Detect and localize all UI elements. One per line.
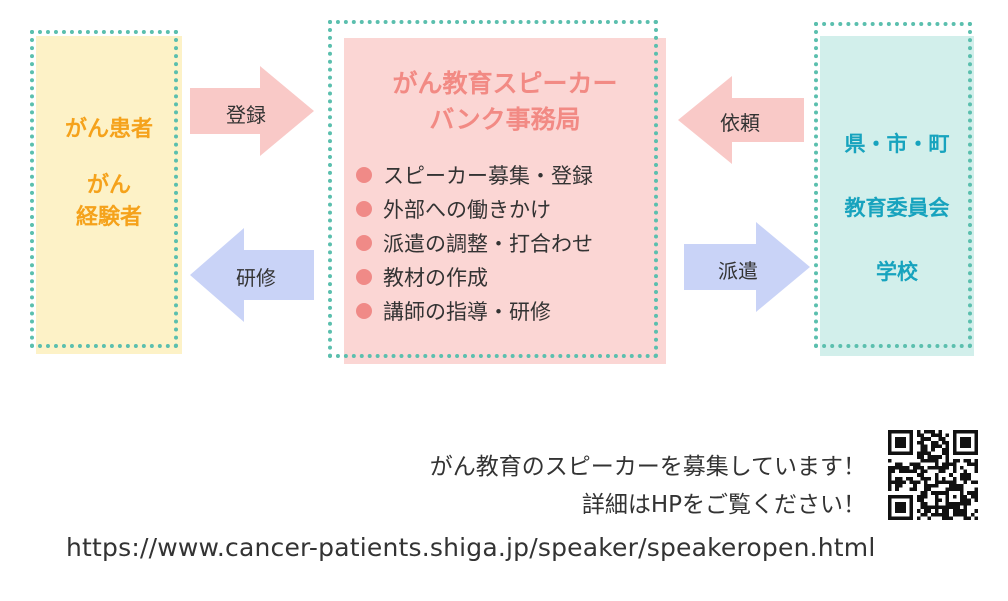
speaker-url-link[interactable]: https://www.cancer-patients.shiga.jp/spe… — [66, 533, 876, 562]
patients-label: がん患者 — [64, 117, 153, 142]
training-arrow-icon — [190, 228, 314, 322]
list-item: 外部への働きかけ — [356, 192, 593, 226]
survivors-label-1: がん — [86, 173, 131, 198]
training-label: 研修 — [236, 266, 276, 290]
bullet-dot-icon — [356, 235, 372, 251]
secretariat-title-2: バンク事務局 — [429, 105, 581, 134]
request-arrow-icon — [678, 76, 804, 164]
recruit-message: がん教育のスピーカーを募集しています！ — [429, 454, 866, 480]
list-item: 講師の指導・研修 — [356, 294, 593, 328]
register-arrow-icon — [190, 66, 314, 156]
bullet-dot-icon — [356, 201, 372, 217]
details-message: 詳細はHPをご覧ください！ — [581, 492, 866, 518]
secretariat-title-1: がん教育スピーカー — [392, 69, 618, 98]
list-item: 派遣の調整・打合わせ — [356, 226, 593, 260]
dispatch-arrow-icon — [684, 222, 810, 312]
list-item: スピーカー募集・登録 — [356, 158, 593, 192]
list-item: 教材の作成 — [356, 260, 593, 294]
register-label: 登録 — [226, 103, 266, 127]
bullet-dot-icon — [356, 269, 372, 285]
dispatch-label: 派遣 — [718, 259, 758, 283]
secretariat-box — [344, 38, 666, 364]
request-label: 依頼 — [720, 111, 760, 135]
school-label: 学校 — [876, 260, 918, 284]
survivors-label-2: 経験者 — [75, 205, 142, 230]
bullet-dot-icon — [356, 303, 372, 319]
secretariat-task-list: スピーカー募集・登録 外部への働きかけ 派遣の調整・打合わせ 教材の作成 講師の… — [356, 158, 593, 328]
patients-box — [36, 36, 182, 354]
qr-code-icon[interactable] — [888, 430, 978, 520]
bullet-dot-icon — [356, 167, 372, 183]
municipality-label: 県・市・町 — [844, 132, 950, 156]
education-board-label: 教育委員会 — [844, 196, 950, 220]
schools-box — [820, 36, 974, 356]
